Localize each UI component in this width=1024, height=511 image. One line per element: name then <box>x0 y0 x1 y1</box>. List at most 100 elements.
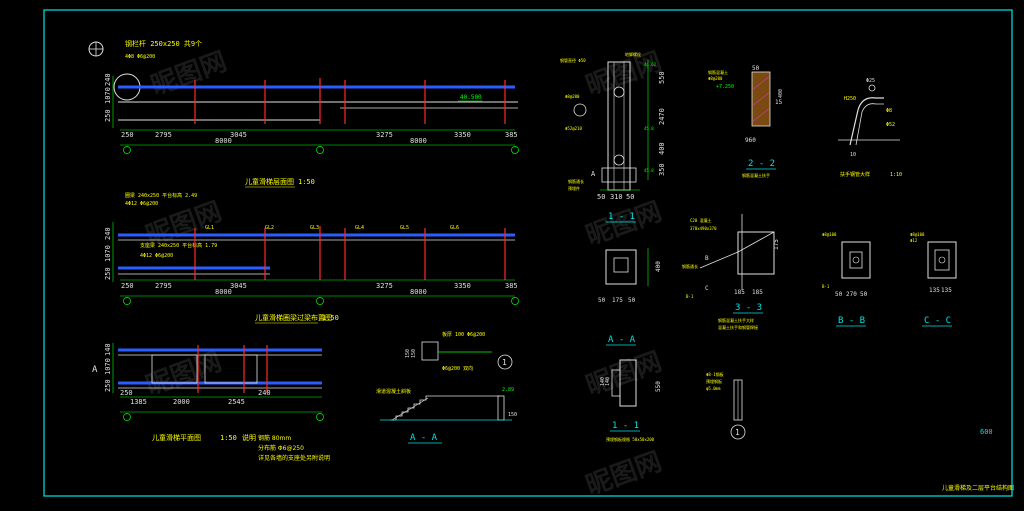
d22-hatch-3 <box>751 107 771 123</box>
p3-dim-4: 240 <box>258 389 271 397</box>
watermark-5: 昵图网 <box>582 197 666 252</box>
drawing-frame <box>43 9 1013 497</box>
watermark-7: 昵图网 <box>582 447 666 502</box>
aa-note-top: 板厚 100 Φ6@200 <box>442 331 485 338</box>
d1b-title: 1 - 1 <box>612 421 639 431</box>
p3-dim-v-0: 250 <box>104 379 112 392</box>
axis-1 <box>123 146 131 154</box>
plan2-total-1: 8000 <box>410 288 427 296</box>
d11-dim-h-2: 50 <box>626 193 634 201</box>
d33-dim-1: 185 <box>752 289 763 296</box>
d11-dim-h-0: 50 <box>597 193 605 201</box>
beam-label-1: GL2 <box>265 225 274 231</box>
plan3-caption: 儿童滑梯平面图 <box>152 433 201 442</box>
plan1-elev: 40.500 <box>460 94 482 101</box>
beam-label-3: GL4 <box>355 225 364 231</box>
aa-stairs <box>390 395 500 421</box>
aa-stair-slope <box>391 397 429 421</box>
aa-circle-num: 1 <box>502 358 507 367</box>
d1b-dim-0: 550 <box>655 381 662 392</box>
d11-elev-2: 45.8 <box>644 168 654 173</box>
bb-inner <box>849 251 863 269</box>
bb-pipe <box>852 256 860 264</box>
d33-note-1: 混凝土扶手和钢管焊接 <box>718 324 758 330</box>
beam-label-0: GL1 <box>205 225 214 231</box>
sheet-title: 儿童滑梯及二层平台结构图 <box>942 484 1014 492</box>
cc-inner <box>934 249 950 271</box>
plan2-caption: 儿童滑梯圈梁过梁布置图 <box>255 313 332 322</box>
cc-pipe <box>938 256 946 264</box>
sq-title: A - A <box>608 335 636 345</box>
plan1-dim-2: 3045 <box>230 131 247 139</box>
axis-4 <box>123 297 131 305</box>
plan1-scale: 1:50 <box>298 178 315 186</box>
d11-pipe-top <box>613 86 625 98</box>
rail-bolt <box>868 84 876 92</box>
sq-dim-0: 50 <box>598 297 606 304</box>
aa-title: A - A <box>410 433 438 443</box>
plan2-dim-3: 3275 <box>376 282 393 290</box>
section-aa: 板厚 100 Φ6@200 Φ6@200 双向 150 150 1 滑道混凝土斜… <box>376 331 517 444</box>
d22-hatch-2 <box>751 91 771 107</box>
plan2-dim-v-1: 1070 <box>104 245 112 262</box>
beam-label-2: GL3 <box>310 225 319 231</box>
cc-box <box>927 241 957 279</box>
d11-dim-v-1: 2470 <box>658 108 666 125</box>
p3-axis-letter: A <box>92 365 98 375</box>
d33-dim-0: 185 <box>734 289 745 296</box>
d1b-label: 预埋钢板规格 50x50x200 <box>606 436 655 442</box>
aa-elev: 2.89 <box>502 387 514 393</box>
dc-label-1: 预埋钢板 <box>706 378 722 384</box>
aa-end-block <box>497 395 505 421</box>
axis-5 <box>316 297 324 305</box>
detail-c-c: Φ8@100 Φ12 135 135 C - C <box>910 232 957 327</box>
axis-7 <box>123 413 131 421</box>
d33-label-4: B-1 <box>686 294 694 299</box>
detail-square: 400 50 175 50 A - A <box>598 248 662 346</box>
watermark-1: 昵图网 <box>147 47 231 102</box>
plan1-dim-1: 2795 <box>155 131 172 139</box>
bb-title: B - B <box>838 316 865 326</box>
bb-label-1: B-1 <box>822 284 830 289</box>
plan2-note-c: 支座梁 240x250 平台标高 1.79 <box>140 242 217 249</box>
d33-box <box>737 231 775 275</box>
aa-dim-1: 150 <box>411 349 417 358</box>
d11-label-4: 预埋件 <box>568 185 580 191</box>
plan1-dim-v-1: 1070 <box>104 87 112 104</box>
d22-dim-1: 960 <box>745 137 756 144</box>
cc-label-0: Φ8@100 <box>910 232 925 237</box>
bb-dim-1: 270 <box>846 291 857 298</box>
d11-bolt <box>573 103 587 117</box>
detail-1-1-bottom: 550 140 140 1 - 1 预埋钢板规格 50x50x200 <box>600 359 662 442</box>
d33-title: 3 - 3 <box>735 303 762 313</box>
d33-dim-2: 175 <box>773 239 780 250</box>
rail-label-4: 10 <box>850 152 856 158</box>
plan3-note-0: 钢筋 80mm <box>258 434 291 442</box>
plan2-note-a: 圈梁 240x250 平台标高 2.49 <box>125 192 197 199</box>
d11-label-0: 钢管直径 Φ50 <box>560 57 586 63</box>
bb-dim-2: 50 <box>860 291 868 298</box>
plan1-dim-4: 3350 <box>454 131 471 139</box>
plan2-note-d: 4Φ12 Φ6@200 <box>140 253 173 259</box>
plan2-total-0: 8000 <box>215 288 232 296</box>
plan1-dim-3: 3275 <box>376 131 393 139</box>
axis-2 <box>316 146 324 154</box>
plan2-dim-5: 385 <box>505 282 518 290</box>
plan-1: 钢栏杆 250x250 共9个 4Φ8 Φ6@200 40.500 250 10… <box>88 39 519 188</box>
d11-label-2: Φ52@210 <box>565 126 582 131</box>
plan3-note-1: 分布筋 Φ6@250 <box>258 444 304 452</box>
d1b-box <box>611 369 621 397</box>
dc-label-2: φ5.0mm <box>706 386 721 391</box>
axis-6 <box>511 297 519 305</box>
plan2-dim-4: 3350 <box>454 282 471 290</box>
p3-dim-2: 2000 <box>173 398 190 406</box>
sq-box <box>605 249 637 285</box>
rail-caption: 扶手钢管大样 <box>840 171 870 178</box>
cc-dim-1: 135 <box>941 287 952 294</box>
sheet-number: 600 <box>980 428 993 436</box>
beam-label-4: GL5 <box>400 225 409 231</box>
dc-label-0: Φ8-1钢板 <box>706 371 724 377</box>
plan1-dim-5: 385 <box>505 131 518 139</box>
d22-dim-0: 50 <box>752 65 760 72</box>
